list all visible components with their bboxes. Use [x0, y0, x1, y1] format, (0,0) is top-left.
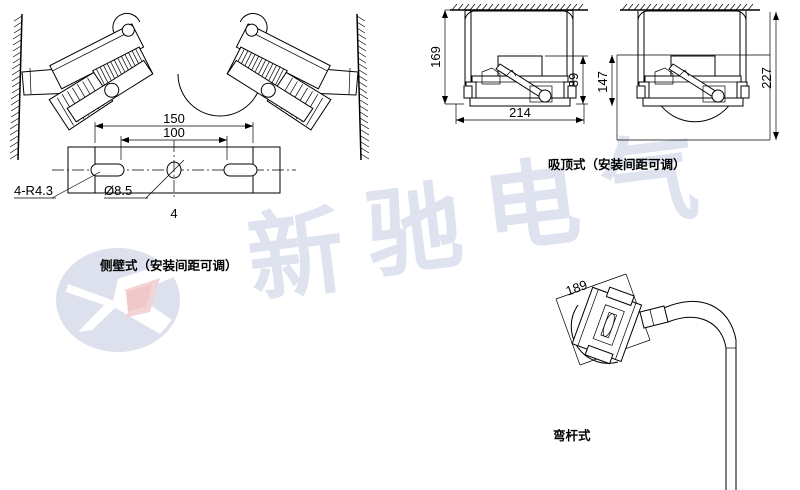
- caption-bent-pole: 弯杆式: [553, 428, 591, 443]
- u-bracket-right: [637, 10, 747, 85]
- watermark-char-3: 电: [477, 145, 586, 268]
- watermark-layer: 新 驰 电 气: [56, 120, 705, 352]
- watermark-char-1: 新: [242, 194, 351, 317]
- annotation-label-dia85: Ø8.5: [104, 183, 132, 198]
- ceiling-surface-right: [620, 3, 760, 11]
- dimension-label-227: 227: [759, 67, 774, 89]
- annotation-diameter-8-5: Ø8.5: [104, 159, 185, 199]
- dimension-label-150: 150: [163, 111, 185, 126]
- dimension-227: 227: [759, 12, 779, 140]
- pole-connector: [639, 305, 669, 329]
- dimension-169: 169: [428, 9, 464, 105]
- dimension-label-169: 169: [428, 46, 443, 68]
- annotation-4-R4.3: 4-R4.3: [14, 171, 101, 199]
- dimension-147: 147: [595, 55, 615, 106]
- view-ceiling-left: 169 89 214: [428, 3, 588, 124]
- dimension-label-214: 214: [509, 105, 531, 120]
- dimension-label-147: 147: [595, 71, 610, 93]
- wall-left: [9, 13, 23, 161]
- view-ceiling-right: 147 227: [595, 3, 779, 141]
- dimension-label-89: 89: [566, 73, 581, 87]
- dimension-214: 214: [455, 104, 585, 124]
- dimension-label-100: 100: [163, 125, 185, 140]
- view-side-wall: 150 100 4-R4.3 Ø8.5 4 侧壁式（安装间距可调）: [9, 13, 370, 273]
- watermark-char-2: 驰: [359, 169, 468, 292]
- caption-ceiling: 吸顶式（安装间距可调）: [548, 157, 686, 172]
- outline-box-right: [616, 12, 771, 141]
- dimension-100: 100: [120, 125, 228, 160]
- glass-dome-bent-pole: [570, 304, 619, 364]
- dimension-89: 89: [545, 55, 588, 105]
- dimension-label-189: 189: [564, 277, 590, 299]
- mounting-plate: [52, 140, 296, 198]
- wall-right: [356, 13, 370, 161]
- caption-side-wall: 侧壁式（安装间距可调）: [100, 258, 238, 273]
- gooseneck-pole: [663, 300, 737, 490]
- dimension-189: 189: [564, 277, 590, 299]
- luminaire-left: [21, 13, 154, 131]
- annotation-label-4: 4: [170, 206, 177, 221]
- luminaire-bent-pole: [571, 286, 643, 365]
- luminaire-ceiling-left: [463, 55, 577, 107]
- annotation-label-4r43: 4-R4.3: [14, 183, 53, 198]
- luminaire-right: [177, 13, 359, 131]
- dimension-150: 150: [94, 111, 254, 143]
- watermark-char-4: 气: [595, 120, 704, 243]
- xinchi-logo: [56, 248, 180, 352]
- ceiling-surface-left: [450, 3, 588, 11]
- u-bracket-left: [464, 9, 574, 85]
- watermark-characters: 新 驰 电 气: [242, 120, 705, 317]
- luminaire-ceiling-right: [636, 55, 750, 123]
- view-bent-pole: 189 弯杆式: [553, 273, 737, 490]
